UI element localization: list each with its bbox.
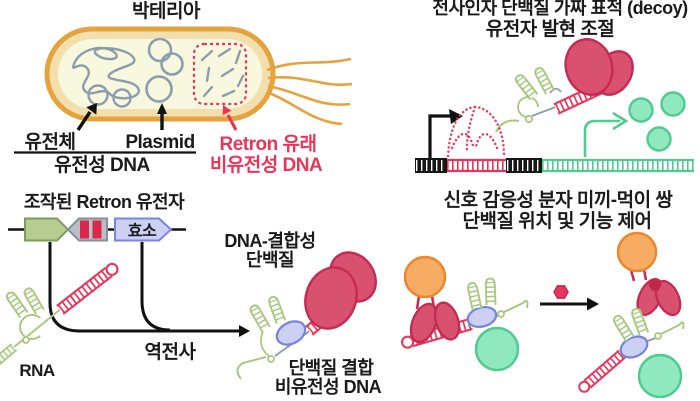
product-label-line1: 단백질 결합 — [289, 357, 375, 378]
genome-tangle-icon — [71, 46, 141, 108]
gene-block-green — [24, 217, 70, 242]
reverse-transcription-arrow-icon — [80, 325, 250, 337]
signal-panel: 신호 감응성 분자 미끼-먹이 쌍 단백질 위치 및 기능 제어 — [401, 189, 685, 397]
retron-arrow-icon — [222, 105, 238, 131]
gene-construct-icon: 효소 — [8, 217, 186, 242]
retron-gene-title: 조작된 Retron 유전자 — [24, 192, 185, 212]
transcription-connectors-icon — [48, 242, 171, 333]
retron-derived-label-line2: 비유전성 DNA — [210, 154, 323, 176]
rt-enzyme-icon — [275, 320, 307, 346]
hereditary-dna-label: 유전성 DNA — [54, 154, 150, 176]
decoy-panel: 전사인자 단백질 가짜 표적 (decoy) 유전자 발현 조절 — [415, 0, 694, 173]
rt-enzyme-icon — [466, 305, 498, 329]
expressed-proteins-icon — [628, 91, 686, 152]
expression-arrow-icon — [583, 111, 629, 157]
genomic-dna-icon — [415, 158, 694, 173]
bound-signal-dot-icon — [648, 279, 662, 291]
decoy-protein-dotted-icon — [446, 105, 506, 158]
dna-binding-protein-label-line2: 단백질 — [246, 250, 294, 270]
retron-gene-panel: 조작된 Retron 유전자 효소 역전사 — [0, 192, 385, 397]
enzyme-label: 효소 — [128, 222, 157, 240]
retron-rna-complex-icon — [0, 262, 120, 365]
gene-block-red-2 — [92, 220, 102, 239]
decoy-title-line1: 전사인자 단백질 가짜 표적 (decoy) — [432, 0, 688, 18]
tf-bound-complex-icon — [495, 38, 640, 133]
gene-block-red-1 — [80, 220, 89, 239]
protein-bound-dna-complex-icon — [236, 251, 385, 380]
gene-block-enzyme — [114, 217, 173, 242]
retron-dna-dashed-box — [192, 42, 248, 106]
reverse-transcription-label: 역전사 — [145, 341, 197, 363]
signal-molecule-icon — [553, 285, 569, 299]
promoter-arrow-icon — [428, 109, 463, 158]
retron-derived-label-line1: Retron 유래 — [220, 133, 317, 155]
rna-label: RNA — [19, 361, 55, 380]
plasmid-circles-icon — [145, 37, 184, 103]
genome-label: 유전체 — [25, 131, 76, 153]
flagella-icon — [266, 57, 353, 126]
decoy-title-line2: 유전자 발현 조절 — [486, 18, 614, 40]
bait-protein-icon — [409, 302, 439, 344]
bacterium-cell-icon — [44, 26, 276, 122]
released-bait-icon — [616, 231, 682, 317]
orange-ligand-icon — [403, 255, 447, 299]
signal-arrow-icon — [540, 297, 599, 311]
prey-protein-icon — [474, 326, 520, 372]
bait-prey-bound-complex-icon — [401, 255, 529, 372]
dna-binding-protein-label-line1: DNA-결합성 — [224, 230, 315, 251]
plasmid-arrow-icon — [157, 103, 167, 130]
bacteria-panel: 박테리아 — [14, 0, 353, 176]
bacteria-title: 박테리아 — [132, 0, 201, 22]
released-complex-icon — [577, 308, 685, 397]
product-label-line2: 비유전성 DNA — [275, 377, 382, 397]
msdna-fragments-icon — [200, 47, 245, 98]
signal-title-line2: 단백질 위치 및 기능 제어 — [463, 210, 652, 232]
signal-title-line1: 신호 감응성 분자 미끼-먹이 쌍 — [444, 189, 674, 211]
genome-arrow-icon — [76, 103, 97, 131]
plasmid-label: Plasmid — [125, 132, 194, 153]
